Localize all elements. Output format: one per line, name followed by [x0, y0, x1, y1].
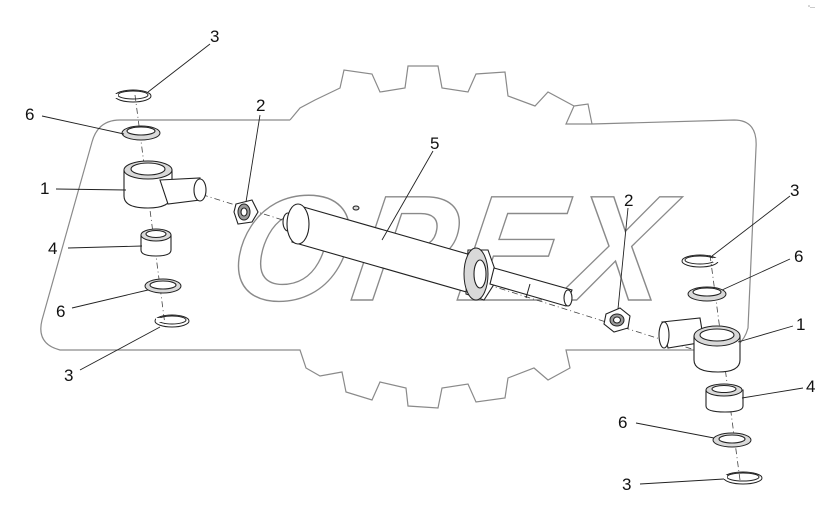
leader-1-right: [737, 325, 794, 343]
seal-bottom-left: [144, 278, 182, 294]
leader-6-top-right: [721, 258, 791, 291]
callout-3-top-right: 3: [790, 181, 799, 200]
callout-3-bottom-right: 3: [622, 475, 631, 494]
bushing-left: [140, 228, 172, 257]
leader-6-bottom-right: [635, 422, 715, 439]
leader-4-right: [741, 387, 804, 399]
callout-4-left: 4: [48, 239, 57, 258]
watermark: OPEX: [40, 65, 757, 409]
callout-6-bottom-left: 6: [56, 302, 65, 321]
rod-eye-left: [123, 160, 207, 209]
leader-2-left: [245, 114, 261, 203]
callout-6-top-left: 6: [25, 105, 34, 124]
callout-3-top-left: 3: [210, 27, 219, 46]
leader-3-top-right: [711, 195, 791, 257]
leader-lines: [41, 43, 804, 485]
callout-6-top-right: 6: [794, 247, 803, 266]
watermark-gear-outline: [40, 65, 757, 409]
callout-1-left: 1: [40, 179, 49, 198]
snap-ring-bottom-right: [721, 471, 763, 485]
callout-4-right: 4: [806, 377, 815, 396]
leader-3-bottom-right: [639, 478, 725, 485]
leader-3-top-left: [147, 43, 211, 93]
callout-5: 5: [430, 134, 439, 153]
nut-right: [603, 307, 631, 333]
snap-ring-top-right: [681, 254, 719, 268]
snap-ring-bottom-left: [154, 314, 190, 328]
seal-top-left: [121, 125, 161, 141]
watermark-text: OPEX: [221, 165, 688, 332]
cylinder-assembly: [282, 203, 573, 307]
leader-4-left: [67, 245, 143, 249]
bushing-right: [705, 383, 744, 413]
leader-3-bottom-left: [79, 326, 161, 371]
leader-6-bottom-left: [71, 289, 149, 309]
corner-mark: °—: [808, 5, 815, 11]
snap-ring-top-left: [112, 89, 152, 103]
callout-labels: 3 6 1 4 6 3 2 5 2 3 6 1 4 6 3: [25, 27, 815, 494]
leader-6-top-left: [41, 115, 125, 135]
callout-6-bottom-right: 6: [618, 413, 627, 432]
seal-bottom-right: [712, 432, 752, 448]
callout-2-left: 2: [256, 96, 265, 115]
callout-1-right: 1: [796, 315, 805, 334]
callout-2-right: 2: [624, 191, 633, 210]
nut-left: [233, 199, 259, 225]
leader-1-left: [55, 188, 127, 191]
leader-2-right: [617, 207, 629, 310]
rod-eye-right: [658, 317, 741, 373]
callout-3-bottom-left: 3: [64, 366, 73, 385]
leader-5: [381, 150, 434, 241]
seal-top-right: [687, 286, 727, 302]
